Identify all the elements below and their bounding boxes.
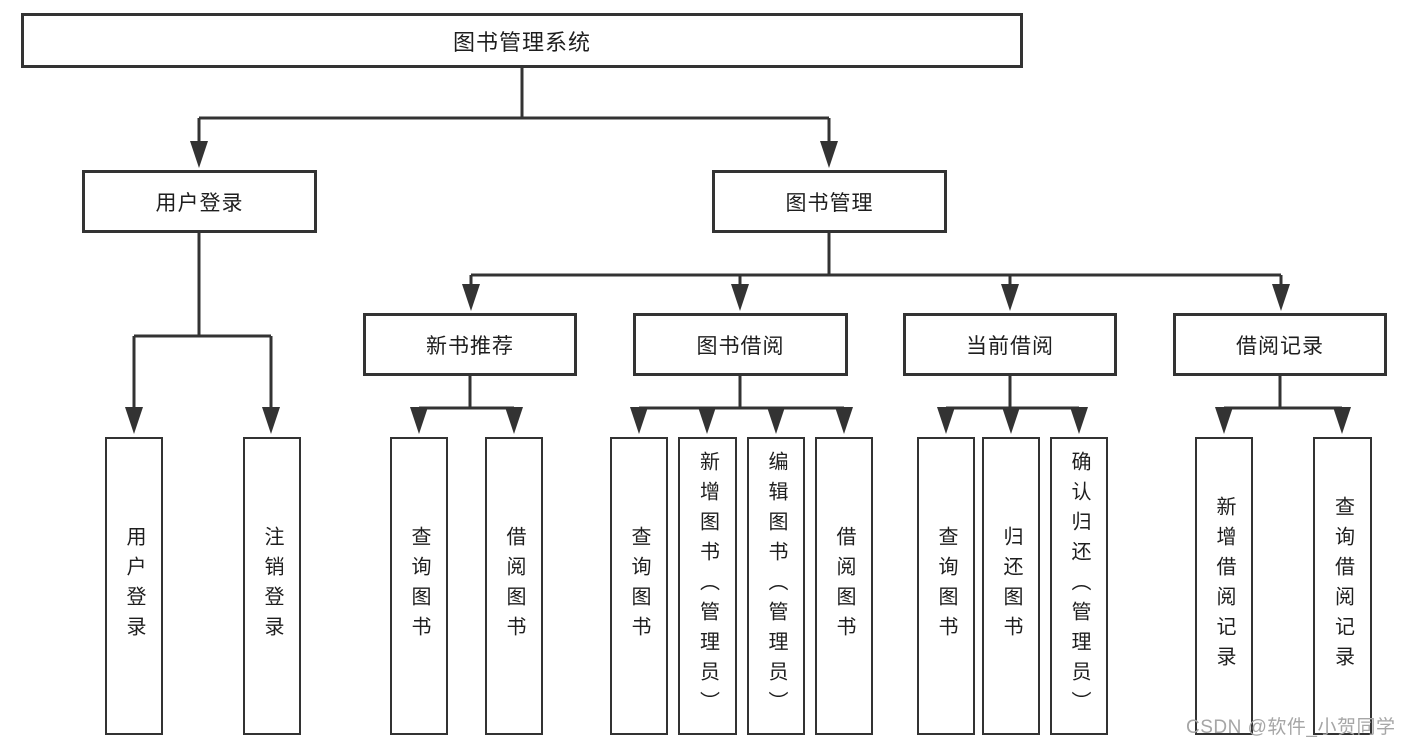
- leaf-query-books-borrowing: 查询图书: [610, 437, 668, 735]
- leaf-return-book-label: 归还图书: [1000, 526, 1022, 646]
- node-book-borrowing: 图书借阅: [633, 313, 848, 376]
- leaf-borrow-books-recommend: 借阅图书: [485, 437, 543, 735]
- leaf-logout: 注销登录: [243, 437, 301, 735]
- node-library-management-system: 图书管理系统: [21, 13, 1023, 68]
- node-new-book-recommend: 新书推荐: [363, 313, 577, 376]
- leaf-confirm-return-admin-label: 确认归还（管理员）: [1068, 451, 1090, 721]
- node-current-borrowing: 当前借阅: [903, 313, 1117, 376]
- csdn-watermark: CSDN @软件_小贺同学: [1186, 717, 1396, 738]
- leaf-query-borrow-record-label: 查询借阅记录: [1331, 496, 1354, 676]
- leaf-query-books-current: 查询图书: [917, 437, 975, 735]
- leaf-logout-label: 注销登录: [261, 526, 283, 646]
- leaf-user-login-label: 用户登录: [123, 526, 145, 646]
- leaf-edit-book-admin: 编辑图书（管理员）: [747, 437, 805, 735]
- leaf-add-book-admin-label: 新增图书（管理员）: [696, 451, 719, 721]
- leaf-user-login: 用户登录: [105, 437, 163, 735]
- leaf-confirm-return-admin: 确认归还（管理员）: [1050, 437, 1108, 735]
- node-user-login: 用户登录: [82, 170, 317, 233]
- leaf-add-borrow-record: 新增借阅记录: [1195, 437, 1253, 735]
- arrowheads: [125, 141, 1351, 434]
- leaf-query-books-current-label: 查询图书: [935, 526, 957, 646]
- leaf-query-borrow-record: 查询借阅记录: [1313, 437, 1372, 735]
- node-book-management: 图书管理: [712, 170, 947, 233]
- leaf-borrow-books-recommend-label: 借阅图书: [503, 526, 525, 646]
- leaf-add-book-admin: 新增图书（管理员）: [678, 437, 737, 735]
- leaf-borrow-books: 借阅图书: [815, 437, 873, 735]
- node-borrowing-records: 借阅记录: [1173, 313, 1387, 376]
- leaf-query-books-borrowing-label: 查询图书: [628, 526, 650, 646]
- leaf-return-book: 归还图书: [982, 437, 1040, 735]
- leaf-borrow-books-label: 借阅图书: [833, 526, 855, 646]
- leaf-query-books-recommend: 查询图书: [390, 437, 448, 735]
- leaf-query-books-recommend-label: 查询图书: [408, 526, 430, 646]
- leaf-edit-book-admin-label: 编辑图书（管理员）: [765, 451, 787, 721]
- leaf-add-borrow-record-label: 新增借阅记录: [1213, 496, 1235, 676]
